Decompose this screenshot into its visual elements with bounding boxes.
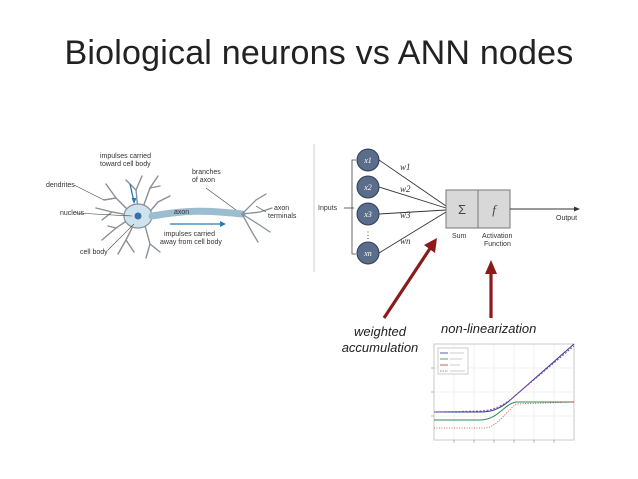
input-label-1: x1 <box>363 156 372 165</box>
activation-functions-plot <box>431 343 575 443</box>
sum-box <box>445 189 479 229</box>
label-axon: axon <box>174 209 189 216</box>
slide-title: Biological neurons vs ANN nodes <box>64 34 574 72</box>
input-label-3: x3 <box>363 210 372 219</box>
biological-neuron-diagram: impulses carried toward cell body branch… <box>46 153 297 259</box>
plot-legend-text-marks <box>450 352 465 372</box>
axon-shape <box>148 207 246 220</box>
nucleus-shape <box>134 212 142 220</box>
label-activation-2: Function <box>484 241 511 248</box>
label-nucleus: nucleus <box>60 210 85 217</box>
activation-box <box>477 189 511 229</box>
nonlinearization-label: non-linearization <box>441 321 537 336</box>
plot-legend <box>437 347 469 375</box>
weight-connections <box>378 159 447 254</box>
input-label-n: xn <box>363 249 372 258</box>
input-node-n: xn <box>356 241 380 265</box>
weight-label-2: w2 <box>400 184 411 194</box>
label-impulses-toward-2: toward cell body <box>100 161 151 168</box>
inputs-bracket <box>351 159 356 255</box>
label-axon-terminals-1: axon <box>274 205 289 212</box>
plot-legend-swatches <box>440 352 448 372</box>
curve-relu <box>434 343 575 413</box>
label-inputs: Inputs <box>318 205 338 212</box>
label-activation-1: Activation <box>482 233 512 240</box>
plot-ticks <box>431 367 555 443</box>
label-branches-1: branches <box>192 169 221 176</box>
ann-node-diagram: Inputs x1 x2 x3 ⋮ xn w1 w2 w3 wn Σ f Out… <box>313 144 580 272</box>
curve-sigmoid <box>434 401 574 421</box>
label-axon-terminals-2: terminals <box>268 213 297 220</box>
leader-lines <box>73 184 267 251</box>
weighted-accumulation-label: weighted accumulation <box>341 324 419 355</box>
label-branches-2: of axon <box>192 177 215 184</box>
input-node-2: x2 <box>356 175 380 199</box>
ellipsis-dots: ⋮ <box>364 230 373 240</box>
axon-terminal-branches <box>241 193 273 243</box>
weight-label-n: wn <box>400 236 411 246</box>
label-cell-body: cell body <box>80 249 108 256</box>
label-sum: Sum <box>452 233 467 240</box>
label-output: Output <box>556 215 577 222</box>
weight-label-3: w3 <box>400 210 411 220</box>
label-impulses-away-1: impulses carried <box>164 231 215 238</box>
input-node-1: x1 <box>356 148 380 172</box>
label-impulses-toward-1: impulses carried <box>100 153 151 160</box>
plot-grid <box>434 344 574 440</box>
label-impulses-away-2: away from cell body <box>160 239 222 246</box>
sum-symbol: Σ <box>458 202 466 217</box>
function-symbol: f <box>492 202 498 217</box>
input-label-2: x2 <box>363 183 372 192</box>
weight-label-1: w1 <box>400 162 411 172</box>
input-node-3: x3 <box>356 202 380 226</box>
label-dendrites: dendrites <box>46 182 75 189</box>
curve-tanh <box>434 401 575 429</box>
curve-softplus <box>433 345 575 413</box>
